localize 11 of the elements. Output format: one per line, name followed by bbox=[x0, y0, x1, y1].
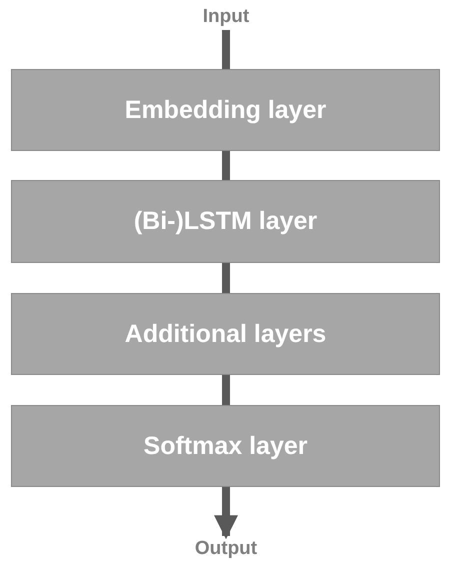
connector-line bbox=[222, 263, 230, 293]
layer-box: Additional layers bbox=[11, 293, 440, 375]
input-label: Input bbox=[202, 6, 250, 28]
output-label: Output bbox=[194, 538, 258, 560]
layer-box: (Bi-)LSTM layer bbox=[11, 180, 440, 263]
arrow bbox=[214, 487, 238, 540]
layer-box: Embedding layer bbox=[11, 69, 440, 151]
connector-line bbox=[222, 375, 230, 405]
connector-line bbox=[222, 151, 230, 180]
layer-box: Softmax layer bbox=[11, 405, 440, 487]
connector-line bbox=[222, 30, 230, 69]
